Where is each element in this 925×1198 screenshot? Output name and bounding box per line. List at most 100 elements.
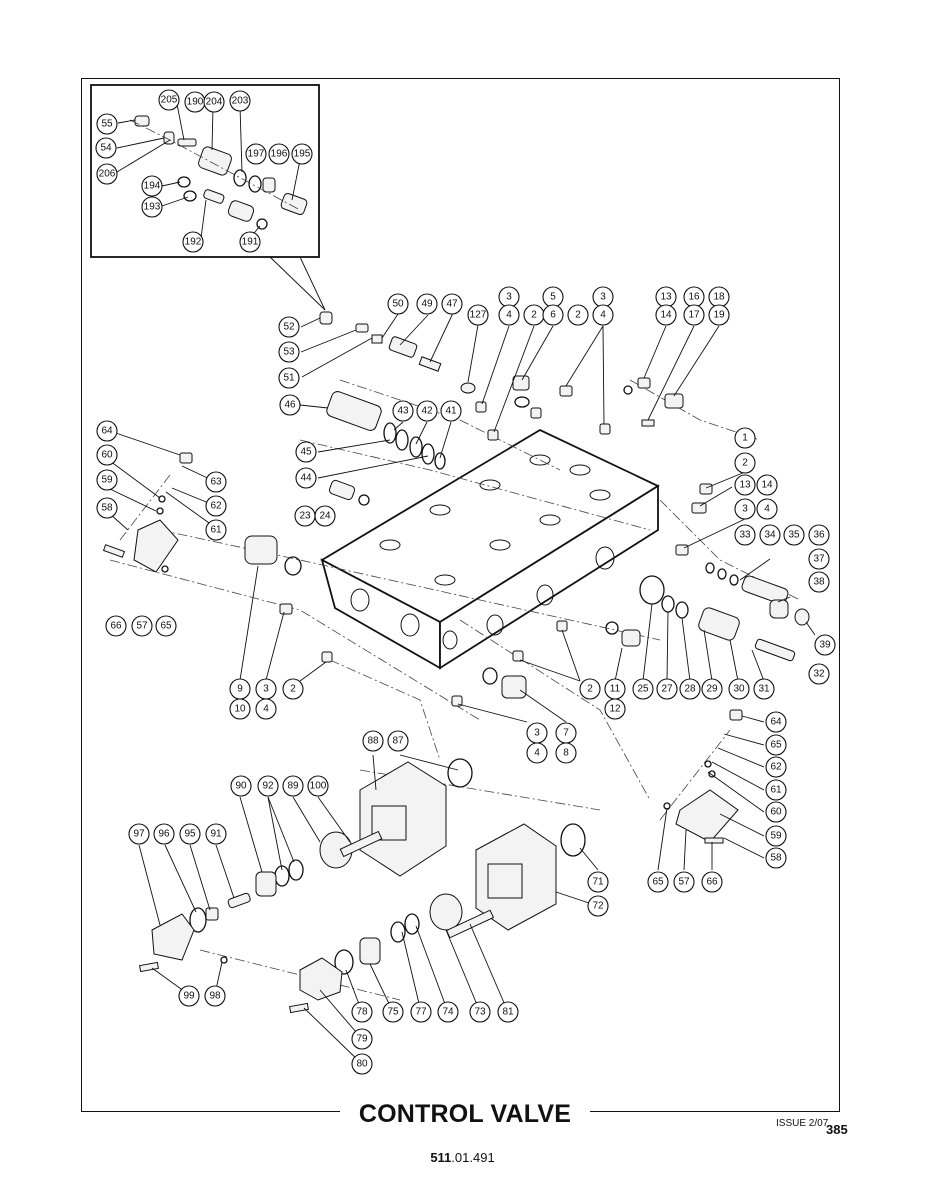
callout-label: 65 [770, 740, 782, 751]
callout-label: 88 [367, 736, 379, 747]
callout-4: 4 [756, 498, 778, 520]
callout-circle [814, 634, 836, 656]
callout-label: 31 [758, 684, 770, 695]
callout-circle [278, 341, 300, 363]
callout-7: 7 [555, 722, 577, 744]
leader-lines [109, 103, 816, 1065]
callout-3: 3 [592, 286, 614, 308]
callout-60: 60 [96, 444, 118, 466]
callout-circle [257, 775, 279, 797]
callout-label: 19 [713, 310, 725, 321]
callout-58: 58 [96, 497, 118, 519]
callout-16: 16 [683, 286, 705, 308]
callout-17: 17 [683, 304, 705, 326]
callout-4: 4 [526, 742, 548, 764]
callout-label: 53 [283, 347, 295, 358]
callout-circle [351, 1053, 373, 1075]
page-number: 385 [826, 1122, 848, 1137]
callout-29: 29 [701, 678, 723, 700]
callout-label: 203 [232, 96, 249, 107]
callout-6: 6 [542, 304, 564, 326]
callout-23: 23 [294, 505, 316, 527]
callout-label: 65 [652, 877, 664, 888]
callout-circle [579, 678, 601, 700]
callout-label: 3 [600, 292, 606, 303]
callout-label: 14 [660, 310, 672, 321]
callout-circle [683, 304, 705, 326]
page-title: CONTROL VALVE [340, 1100, 590, 1129]
callout-label: 73 [474, 1007, 486, 1018]
callout-label: 57 [678, 877, 690, 888]
callout-label: 37 [813, 554, 825, 565]
callout-circle [783, 524, 805, 546]
callout-circle [701, 678, 723, 700]
callout-label: 80 [356, 1059, 368, 1070]
callout-59: 59 [96, 469, 118, 491]
callout-circle [307, 775, 329, 797]
callout-3: 3 [255, 678, 277, 700]
callout-circle [526, 742, 548, 764]
callout-label: 2 [742, 458, 748, 469]
callout-circle [765, 847, 787, 869]
callout-circle [632, 678, 654, 700]
callout-circle [765, 825, 787, 847]
callout-label: 12 [609, 704, 621, 715]
callout-label: 4 [600, 310, 606, 321]
callout-77: 77 [410, 1001, 432, 1023]
callout-circle [587, 895, 609, 917]
callout-13: 13 [734, 474, 756, 496]
callout-label: 57 [136, 621, 148, 632]
callout-3: 3 [734, 498, 756, 520]
callout-circle [229, 90, 251, 112]
callout-197: 197 [245, 143, 267, 165]
callout-3: 3 [498, 286, 520, 308]
callout-circle [205, 495, 227, 517]
callout-57: 57 [673, 871, 695, 893]
left-relief-assembly [102, 452, 193, 573]
callout-127: 127 [467, 304, 489, 326]
callout-circle [204, 985, 226, 1007]
callout-label: 51 [283, 373, 295, 384]
document-number-rest: .01.491 [451, 1150, 495, 1165]
callout-circle [701, 871, 723, 893]
callout-label: 190 [187, 97, 204, 108]
callout-96: 96 [153, 823, 175, 845]
callout-circle [808, 524, 830, 546]
callout-circle [756, 498, 778, 520]
callout-label: 41 [445, 406, 457, 417]
callout-44: 44 [295, 467, 317, 489]
callout-59: 59 [765, 825, 787, 847]
callout-circle [469, 1001, 491, 1023]
callout-label: 191 [242, 237, 259, 248]
callout-circle [555, 742, 577, 764]
callout-203: 203 [229, 90, 251, 112]
callout-circle [278, 367, 300, 389]
callout-53: 53 [278, 341, 300, 363]
callout-circle [656, 678, 678, 700]
callout-label: 4 [764, 504, 770, 515]
callout-label: 127 [470, 310, 487, 321]
callout-label: 29 [706, 684, 718, 695]
callout-label: 50 [392, 299, 404, 310]
callout-label: 90 [235, 781, 247, 792]
callout-label: 1 [742, 433, 748, 444]
callout-label: 47 [446, 299, 458, 310]
callout-circle [440, 400, 462, 422]
callout-55: 55 [96, 113, 118, 135]
callout-label: 13 [660, 292, 672, 303]
callout-circle [255, 698, 277, 720]
callout-label: 28 [684, 684, 696, 695]
inset-parts [129, 115, 308, 230]
callout-47: 47 [441, 293, 463, 315]
callout-97: 97 [128, 823, 150, 845]
callout-label: 63 [210, 477, 222, 488]
callout-circle [765, 801, 787, 823]
callout-label: 91 [210, 829, 222, 840]
callout-label: 5 [550, 292, 556, 303]
callout-circle [282, 775, 304, 797]
callout-circle [153, 823, 175, 845]
callout-52: 52 [278, 316, 300, 338]
callout-label: 58 [101, 503, 113, 514]
callout-circle [239, 231, 261, 253]
detail-inset-pointer [269, 256, 326, 311]
